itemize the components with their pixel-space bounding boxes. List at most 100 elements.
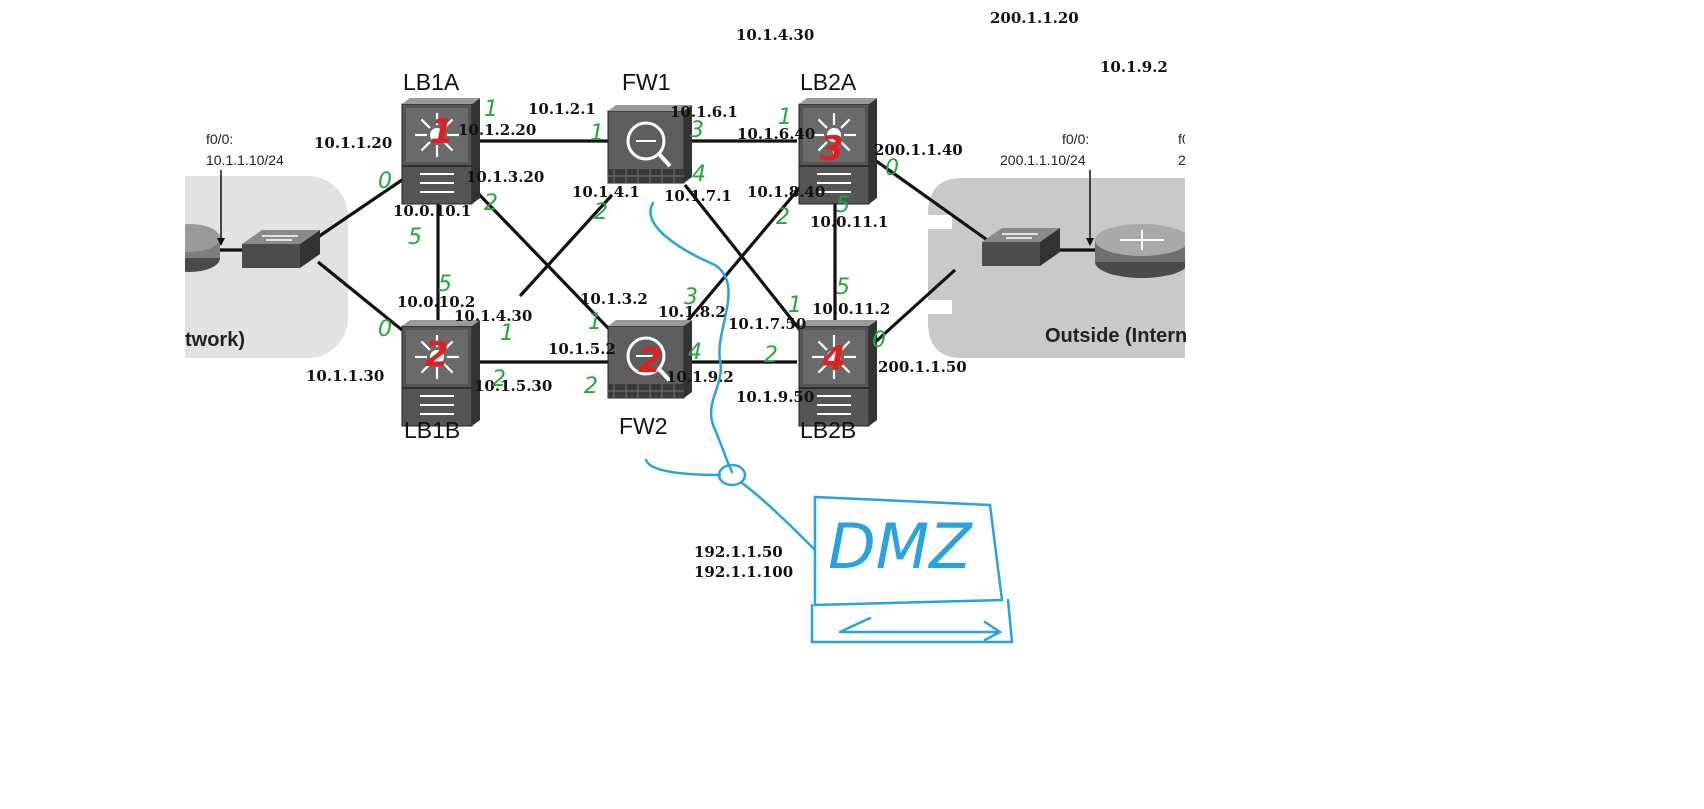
device-number-annotations: 1 3 2 2 4 [425,112,846,381]
ip-label: 10.1.4.1 [572,183,640,201]
dmz-server-base [810,598,1014,644]
port-annotation: 2 [584,374,598,399]
left-router-ip-label: 10.1.1.10/24 [206,152,284,168]
dmz-server-box [813,495,1004,607]
link-lb2a-switch [871,156,991,244]
dmz-sketch [644,201,1014,644]
ip-label: 192.1.1.50 [694,543,783,561]
device-annotation: 2 [425,335,449,375]
device-label-lb1b: LB1B [404,417,460,443]
device-annotation: 1 [430,112,454,152]
right-router-port-label: f0/0: [1062,131,1089,147]
port-annotation: 2 [484,191,498,216]
left-router-port-label: f0/0: [206,131,233,147]
device-annotation: 2 [638,341,662,381]
ip-label: 10.1.7.50 [728,315,806,333]
link-lb2b-switch [870,268,957,347]
ip-label: 10.1.3.20 [466,168,544,186]
left-switch [242,230,320,268]
port-annotation: 2 [764,343,778,368]
ip-label: 10.1.9.2 [1100,58,1168,76]
lb2a-icon [798,98,877,205]
link-lb1a-fw2 [468,183,612,332]
ip-label: 10.0.11.1 [810,213,888,231]
device-label-lb1a: LB1A [403,69,460,95]
fw1-icon [607,105,692,184]
port-annotation: 3 [690,118,704,143]
link-switch-lb1b [316,260,404,332]
port-annotation: 1 [788,293,802,318]
links [210,139,1095,364]
devices [401,98,877,427]
ip-label: 10.1.6.40 [737,125,815,143]
port-annotation: 1 [588,310,602,335]
device-label-lb2a: LB2A [800,69,857,95]
port-annotation: 2 [594,200,608,225]
port-annotation: 1 [484,97,498,122]
lb1a-icon [401,98,480,205]
ip-label: 200.1.1.50 [878,358,967,376]
port-annotation: 3 [684,285,698,310]
ip-label: 10.1.9.2 [666,368,734,386]
port-annotation: 5 [836,275,850,300]
dmz-label: DMZ [828,510,973,583]
dmz-server-arrow [838,616,1003,642]
right-router-ip-label: 200.1.1.10/24 [1000,152,1086,168]
right-router [1095,224,1189,278]
ip-label: 200.1.1.20 [990,9,1079,27]
port-annotation: 5 [408,225,422,250]
ip-label: 10.1.7.1 [664,187,732,205]
device-annotation: 3 [820,129,844,169]
port-annotation: 5 [836,193,850,218]
dmz-cable [649,201,734,474]
port-annotation: 2 [776,205,790,230]
ip-label: 10.1.1.20 [314,134,392,152]
ip-label: 10.1.8.40 [747,183,825,201]
ip-label: 10.1.2.1 [528,100,596,118]
port-annotation: 0 [885,156,899,181]
ip-label: 10.1.1.30 [306,367,384,385]
device-label-lb2b: LB2B [800,417,856,443]
dmz-cable-right [740,481,817,552]
ip-label: 10.1.4.30 [454,307,532,325]
ip-label: 200.1.1.40 [874,141,963,159]
ip-label: 10.1.3.2 [580,290,648,308]
ip-label: 10.0.11.2 [812,300,890,318]
device-annotation: 4 [821,339,846,379]
dmz-cable-left [644,458,722,477]
port-annotation: 1 [500,321,514,346]
outside-zone-label: Outside (Intern [1045,325,1187,347]
ip-label: 10.1.2.20 [458,121,536,139]
link-lb2a-fw2 [678,183,804,332]
fw2-icon [607,320,692,399]
device-label-fw2: FW2 [619,413,668,439]
lb2b-icon [798,320,877,427]
inside-zone-label: twork) [185,329,245,351]
port-annotation: 2 [492,367,506,392]
port-number-annotations: 0 1 2 5 1 3 2 4 1 0 2 5 5 0 1 2 1 3 2 4 … [378,97,899,399]
port-annotation: 4 [688,340,702,365]
port-annotation: 0 [378,317,392,342]
ip-label: 10.1.4.30 [736,26,814,44]
link-fw1-lb1b [518,193,614,298]
ip-label: 10.1.8.2 [658,303,726,321]
port-annotation: 1 [590,121,604,146]
outside-zone [928,178,1185,358]
port-annotation: 1 [778,105,792,130]
ip-label: 10.1.6.1 [670,103,738,121]
ip-label: 192.1.1.100 [694,563,793,581]
device-label-fw1: FW1 [622,69,671,95]
port-annotation: 0 [872,328,886,353]
ip-label: 10.1.5.30 [474,377,552,395]
ip-label: 10.1.9.50 [736,388,814,406]
ip-label: 10.0.10.2 [397,293,475,311]
right-switch [982,228,1060,266]
port-annotation: 5 [438,272,452,297]
port-annotation: 0 [378,169,392,194]
ip-label: 10.1.5.2 [548,340,616,358]
ip-label: 10.0.10.1 [393,202,471,220]
lb1b-icon [401,320,480,427]
dmz-cable-knot [717,463,747,487]
port-annotation: 4 [692,162,706,187]
